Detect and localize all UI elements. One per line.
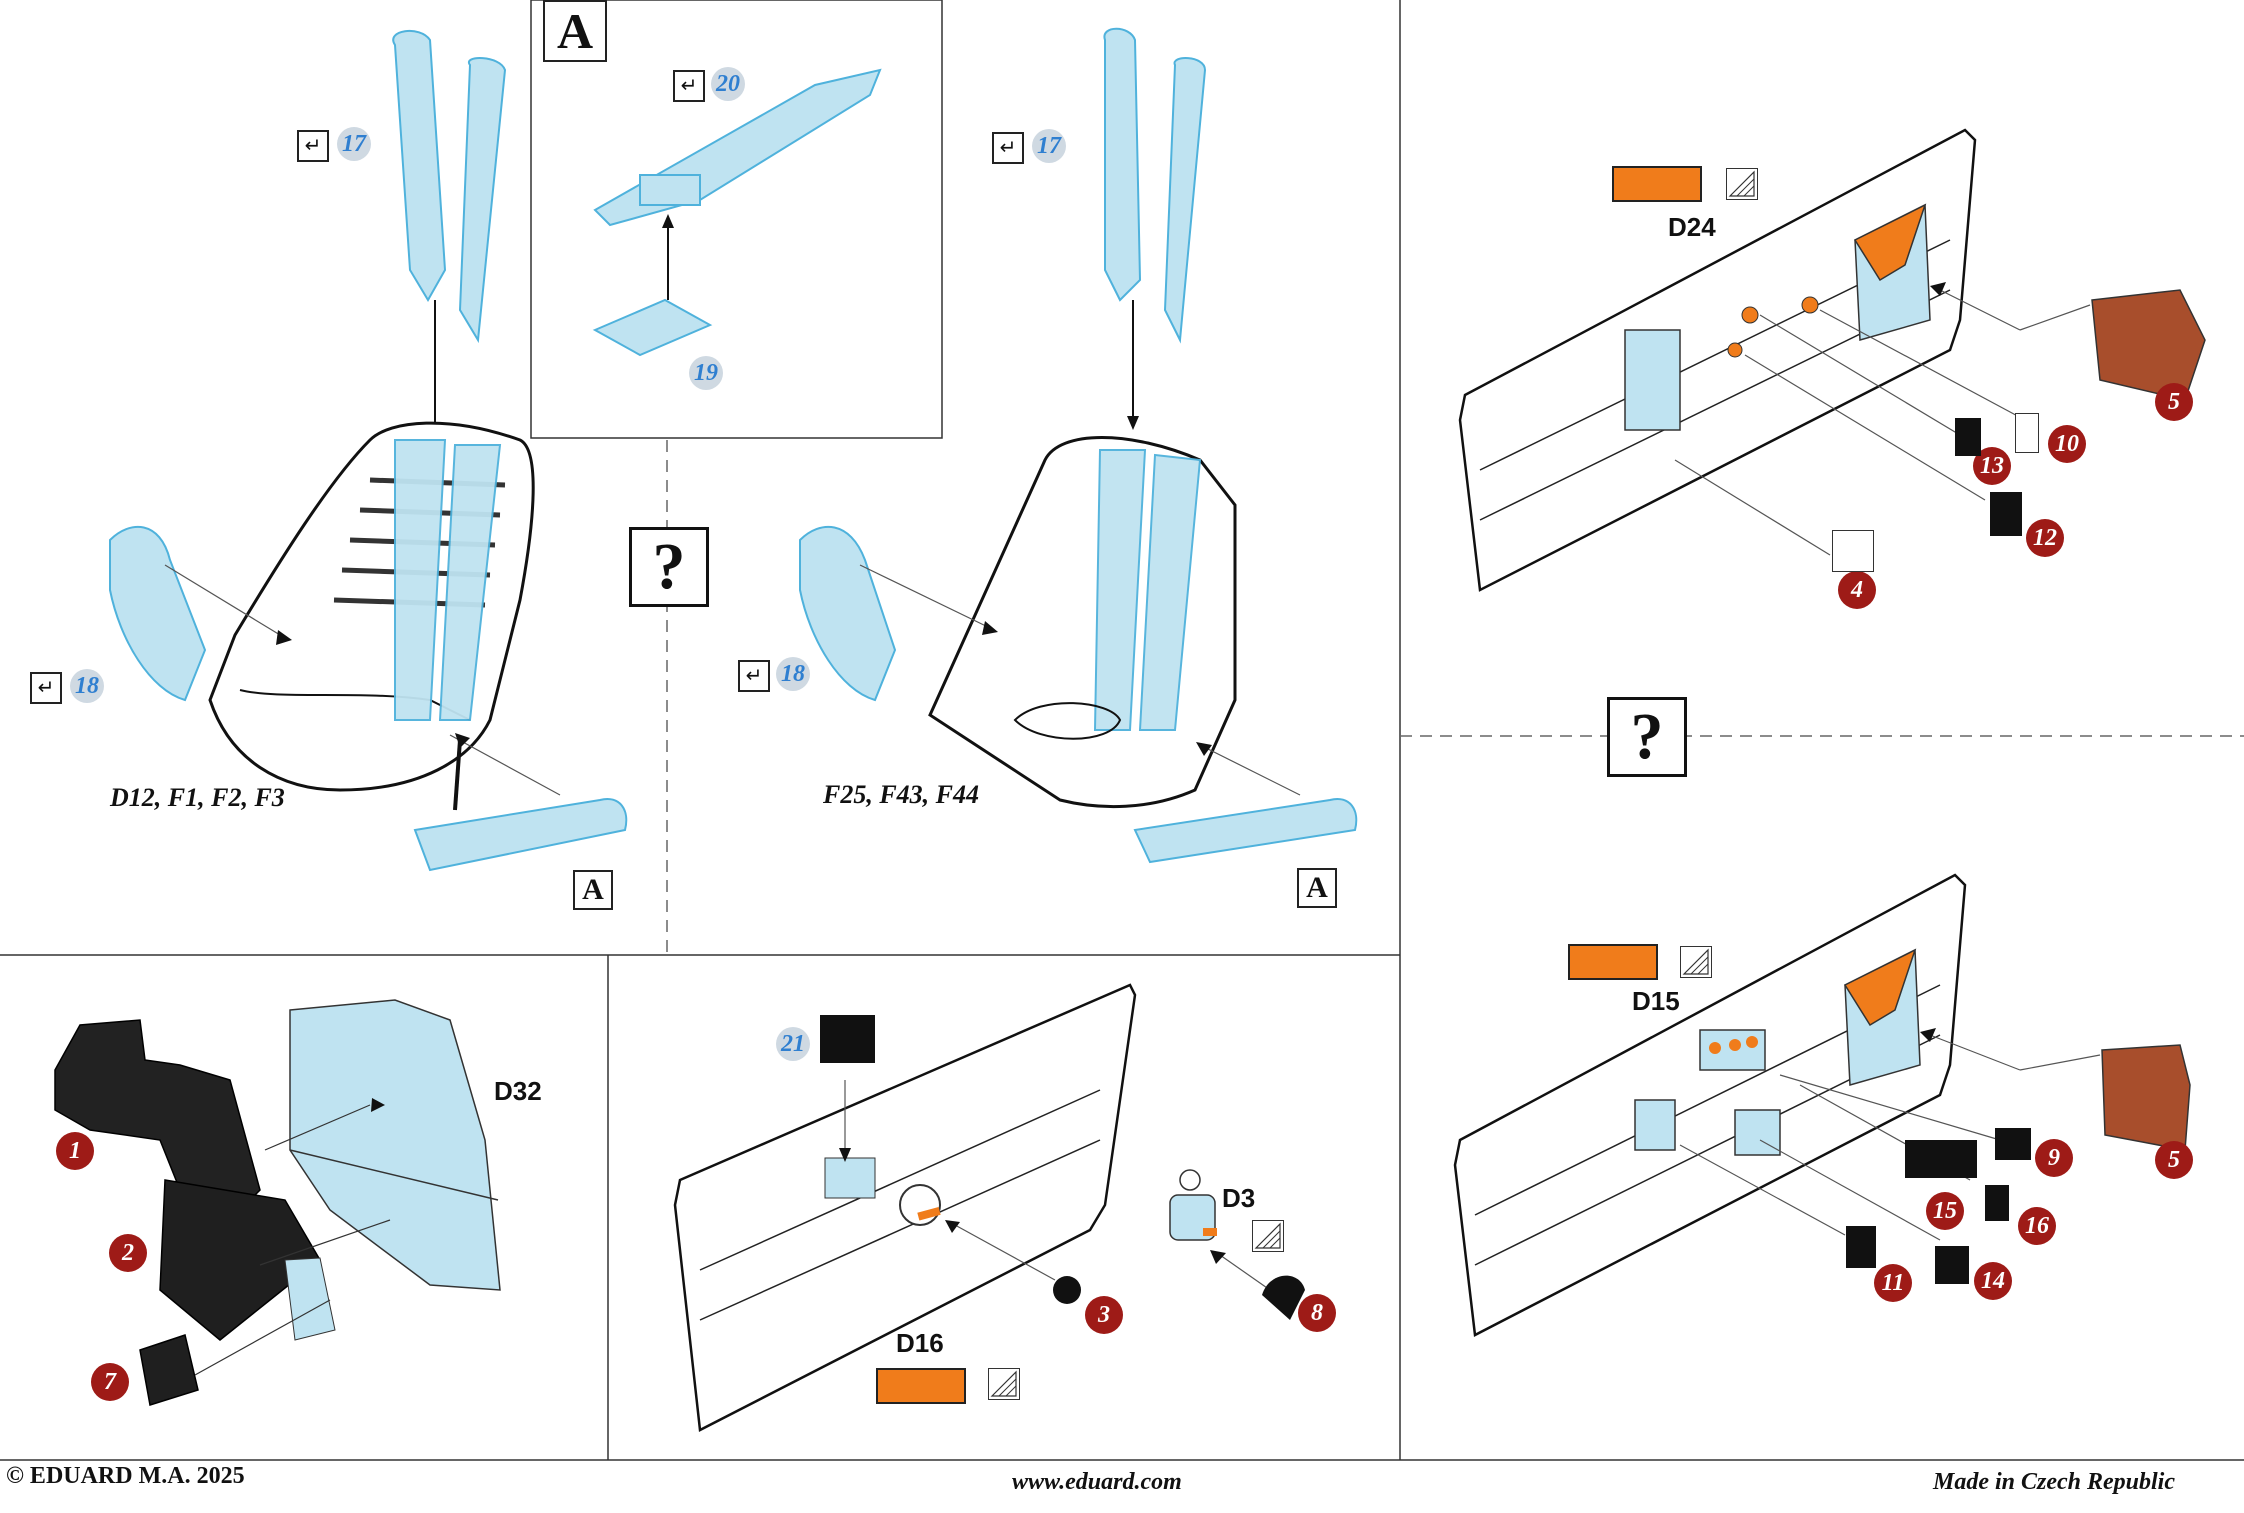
part-number-14: 14 (1974, 1262, 2012, 1300)
dashed-dividers (666, 440, 2244, 955)
part-number-5-bottom: 5 (2155, 1141, 2193, 1179)
color-ref-d24: D24 (1668, 212, 1716, 242)
sidewall-top-drawing (1458, 128, 2206, 592)
part-number-8: 8 (1298, 1294, 1336, 1332)
part-number-19: 19 (689, 356, 723, 390)
part-number-17-left: 17 (337, 127, 371, 161)
seat-left-part-refs: D12, F1, F2, F3 (110, 783, 285, 812)
seat-right-drawing (799, 27, 1358, 864)
sidewall-bottom-drawing (1453, 873, 2191, 1337)
color-ref-d15: D15 (1632, 986, 1680, 1016)
hatched-triangle-icon (988, 1368, 1020, 1400)
part-number-5-top: 5 (2155, 383, 2193, 421)
decal-9-icon (1995, 1128, 2031, 1160)
part-number-17-right: 17 (1032, 129, 1066, 163)
orange-color-chip (876, 1368, 966, 1404)
orange-color-chip (1568, 944, 1658, 980)
detail-a-drawing (592, 68, 882, 357)
bend-arrow-icon: ↵ (992, 132, 1024, 164)
part-number-10: 10 (2048, 425, 2086, 463)
part-number-9: 9 (2035, 1139, 2073, 1177)
footer-origin: Made in Czech Republic (1933, 1469, 2176, 1495)
part-number-2: 2 (109, 1234, 147, 1272)
color-ref-d16: D16 (896, 1328, 944, 1358)
part-number-4: 4 (1838, 571, 1876, 609)
seat-right-part-refs: F25, F43, F44 (823, 780, 980, 809)
part-number-18-right: 18 (776, 657, 810, 691)
hatched-triangle-icon (1680, 946, 1712, 978)
bend-arrow-icon: ↵ (30, 672, 62, 704)
bend-arrow-icon: ↵ (297, 130, 329, 162)
part-number-7: 7 (91, 1363, 129, 1401)
footer-copyright: © EDUARD M.A. 2025 (6, 1463, 245, 1489)
orange-color-chip (1612, 166, 1702, 202)
part-number-12: 12 (2026, 519, 2064, 557)
decal-16-icon (1985, 1185, 2009, 1221)
part-number-3: 3 (1085, 1296, 1123, 1334)
footer-website[interactable]: www.eduard.com (1012, 1469, 1182, 1495)
instrument-panel-drawing (54, 999, 501, 1406)
part-number-21: 21 (776, 1027, 810, 1061)
decal-11-icon (1846, 1226, 1876, 1268)
part-number-18-left: 18 (70, 669, 104, 703)
option-question-mark-center: ? (629, 527, 709, 607)
decal-15-icon (1905, 1140, 1977, 1178)
left-wall-drawing (673, 983, 1305, 1432)
decal-4-icon (1832, 530, 1874, 572)
decal-10-icon (2015, 413, 2039, 453)
decal-13-icon (1955, 418, 1981, 456)
option-question-mark-right: ? (1607, 697, 1687, 777)
part-number-1: 1 (56, 1132, 94, 1170)
instrument-ref-d32: D32 (494, 1076, 542, 1106)
part-number-15: 15 (1926, 1192, 1964, 1230)
color-ref-d3: D3 (1222, 1183, 1256, 1213)
detail-a-title: A (543, 0, 607, 62)
seat-left-drawing (109, 29, 628, 872)
part-number-20: 20 (711, 67, 745, 101)
decal-12-icon (1990, 492, 2022, 536)
bend-arrow-icon: ↵ (673, 70, 705, 102)
hatched-triangle-icon (1726, 168, 1758, 200)
detail-ref-a-left: A (573, 870, 613, 910)
panel-borders (0, 0, 2244, 1461)
detail-ref-a-right: A (1297, 868, 1337, 908)
decal-14-icon (1935, 1246, 1969, 1284)
bend-arrow-icon: ↵ (738, 660, 770, 692)
part-number-11: 11 (1874, 1264, 1912, 1302)
hatched-triangle-icon (1252, 1220, 1284, 1252)
part-number-16: 16 (2018, 1207, 2056, 1245)
